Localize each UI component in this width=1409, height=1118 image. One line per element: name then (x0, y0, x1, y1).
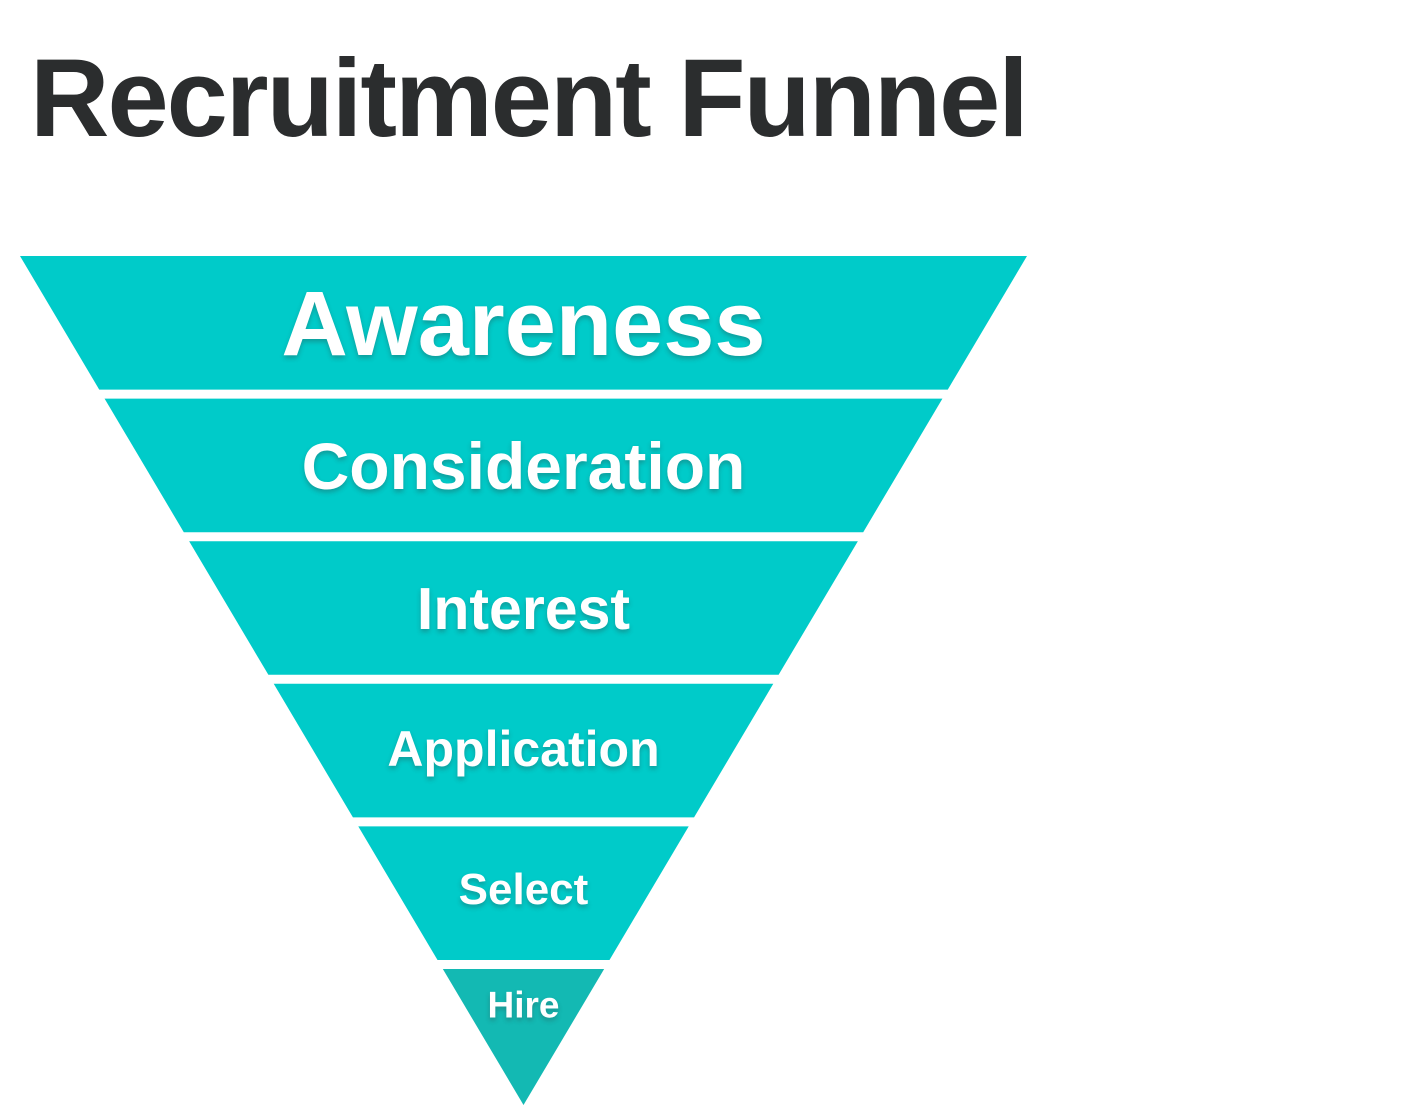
funnel-stage-shape (20, 256, 1027, 390)
funnel-stage-label: Consideration (302, 429, 746, 503)
funnel-stage-shape (358, 826, 689, 960)
funnel-stage-select: Select (358, 826, 689, 960)
funnel-stage-label: Select (459, 865, 589, 914)
funnel-stage-shape (104, 398, 943, 533)
funnel-stage-awareness: Awareness (20, 256, 1027, 390)
funnel-stage-shape (273, 683, 774, 818)
funnel-stage-application: Application (273, 683, 774, 818)
funnel-stage-shape (442, 969, 605, 1105)
funnel-stage-shape (189, 541, 858, 675)
funnel-stage-label: Hire (488, 984, 560, 1025)
funnel-stage-interest: Interest (189, 541, 858, 675)
funnel-stage-label: Application (387, 721, 659, 777)
funnel-stage-label: Interest (417, 576, 630, 642)
funnel-stage-hire: Hire (442, 969, 605, 1105)
funnel-stage-label: Awareness (281, 273, 765, 375)
funnel-stage-consideration: Consideration (104, 398, 943, 533)
page-title: Recruitment Funnel (30, 37, 1029, 160)
